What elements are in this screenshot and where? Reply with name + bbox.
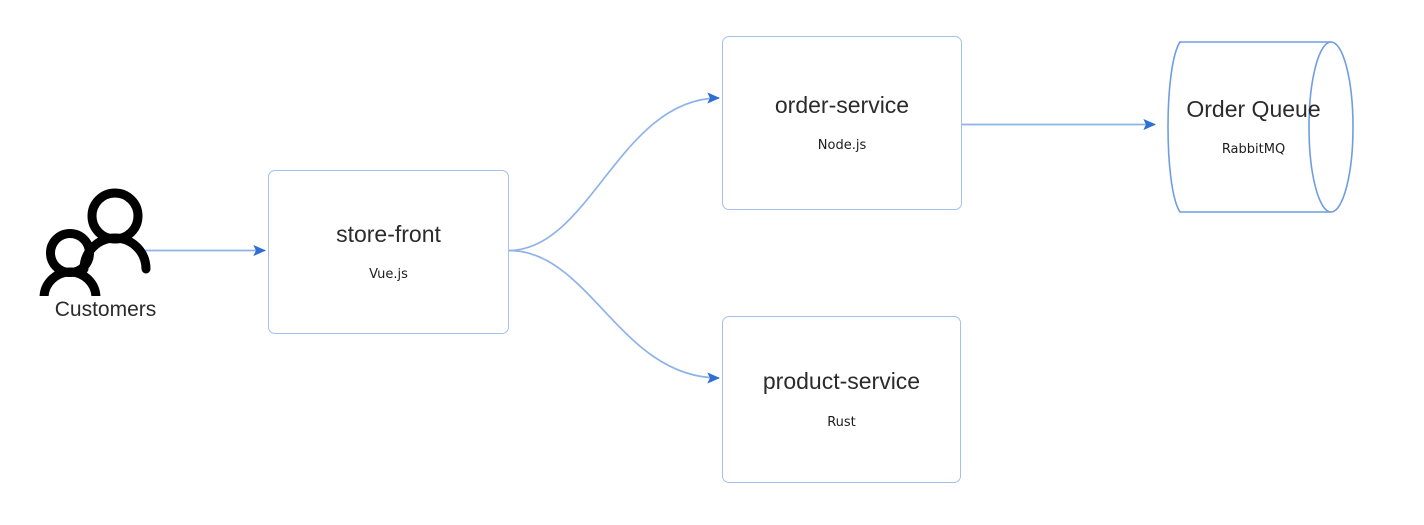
- connector-store-front-to-product-service: [508, 249, 721, 384]
- connector-store-front-to-order-service: [508, 92, 721, 252]
- actor-customers[interactable]: Customers: [38, 186, 188, 331]
- node-store-front-title: store-front: [336, 221, 441, 248]
- cylinder-shape-icon: [1167, 41, 1354, 213]
- node-product-service-title: product-service: [762, 368, 921, 395]
- node-order-queue[interactable]: Order Queue RabbitMQ: [1158, 36, 1374, 218]
- node-order-queue-subtitle: RabbitMQ: [1221, 141, 1286, 157]
- node-store-front-subtitle: Vue.js: [369, 266, 408, 282]
- node-order-service-subtitle: Node.js: [817, 138, 867, 153]
- two-people-icon: [39, 188, 151, 296]
- node-order-queue-title: Order Queue: [1186, 96, 1321, 123]
- node-store-front[interactable]: store-front Vue.js: [268, 170, 509, 334]
- node-order-queue-labels: Order Queue RabbitMQ: [1166, 36, 1341, 218]
- node-product-service[interactable]: product-service Rust: [722, 316, 961, 483]
- node-order-service[interactable]: order-service Node.js: [722, 36, 962, 210]
- node-product-service-subtitle: Rust: [827, 414, 856, 430]
- actor-customers-label: Customers: [54, 298, 157, 321]
- node-order-service-title: order-service: [774, 91, 910, 118]
